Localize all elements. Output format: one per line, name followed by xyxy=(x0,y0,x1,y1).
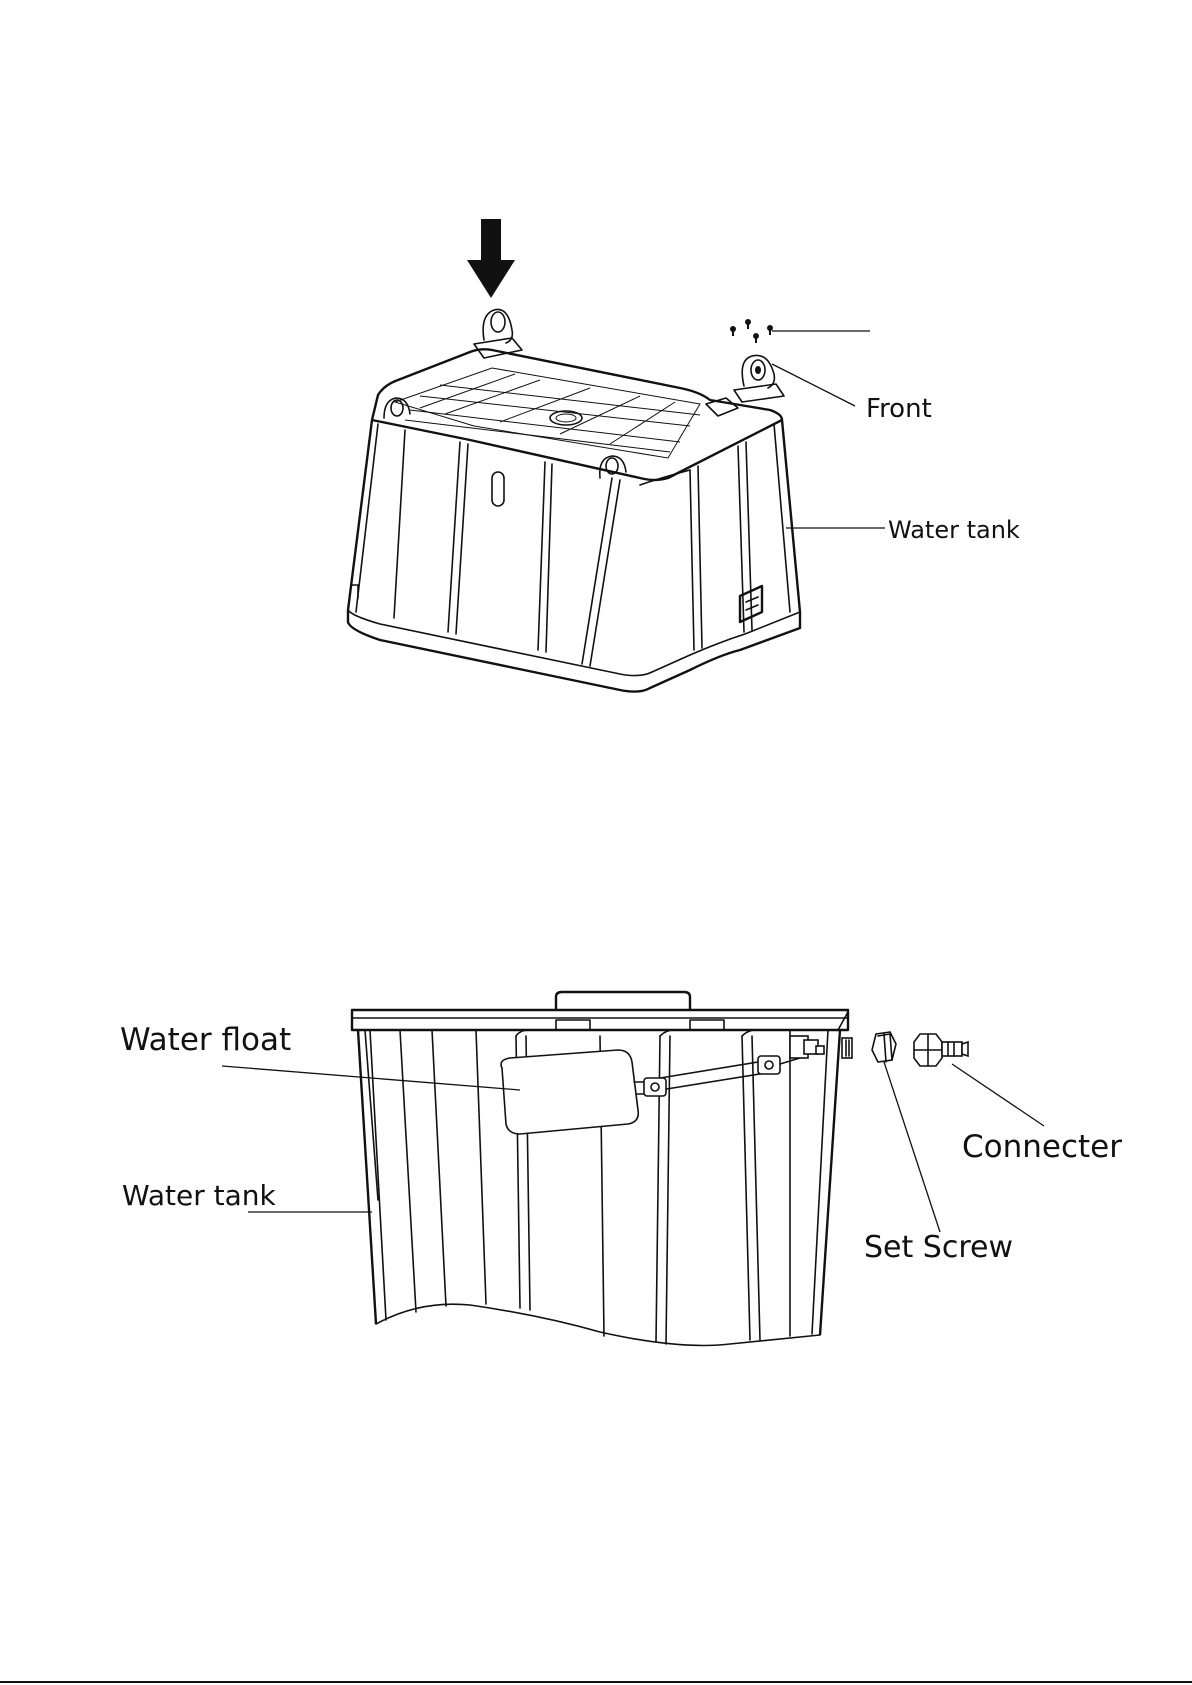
label-front: Front xyxy=(866,394,932,424)
connecter-leader-line xyxy=(952,1064,1044,1126)
float-valve xyxy=(790,1036,852,1058)
label-water-tank-bottom: Water tank xyxy=(122,1179,277,1212)
top-figure: Front Water tank xyxy=(348,219,1020,692)
screw-icon xyxy=(730,319,773,343)
water-float xyxy=(501,1050,646,1134)
front-caster xyxy=(734,355,784,402)
set-screw-icon xyxy=(872,1032,896,1062)
set-screw-leader-line xyxy=(884,1062,940,1232)
float-arm xyxy=(644,1046,806,1096)
label-set-screw: Set Screw xyxy=(864,1230,1013,1265)
down-arrow-icon xyxy=(467,219,515,298)
water-tank-section xyxy=(352,992,848,1346)
bottom-figure: Water float Water tank Connecter Set Scr… xyxy=(120,992,1122,1346)
label-water-tank-top: Water tank xyxy=(888,516,1020,544)
connecter-icon xyxy=(914,1034,968,1066)
label-connecter: Connecter xyxy=(962,1129,1122,1165)
water-float-leader-line xyxy=(222,1066,520,1090)
label-water-float: Water float xyxy=(120,1022,291,1058)
caster-icon xyxy=(384,309,738,478)
water-tank-inverted xyxy=(348,349,800,691)
front-leader-line xyxy=(772,364,855,406)
